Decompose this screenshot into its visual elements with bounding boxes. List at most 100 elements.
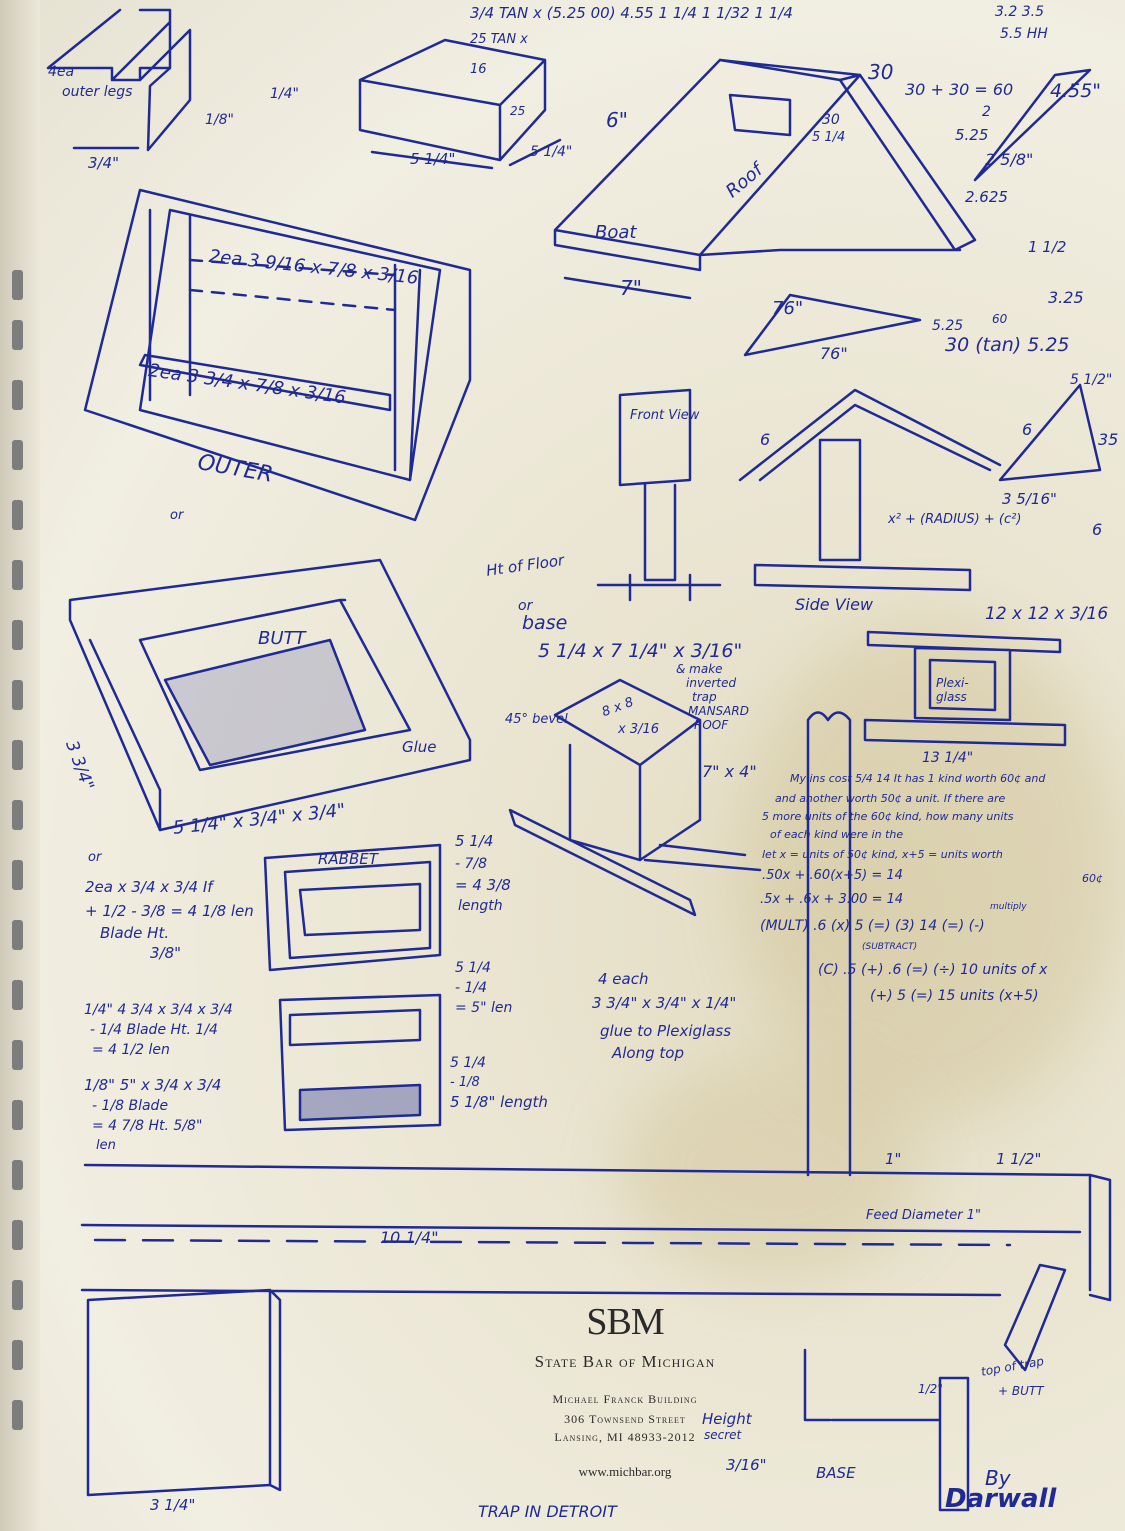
note-each-3: glue to Plexiglass (600, 1022, 732, 1040)
note-box-16: 16 (470, 62, 487, 77)
tray-butt-drawing (68, 558, 472, 832)
note-base: base (522, 612, 568, 634)
note-calc-a3: Blade Ht. (100, 924, 170, 942)
note-roof-boat: Boat (595, 222, 637, 243)
note-front-view: Front View (630, 408, 700, 423)
note-mid-length: = 5" len (455, 1000, 513, 1016)
signature-darwall: Darwall (945, 1484, 1057, 1514)
note-calc-b3: = 4 1/2 len (92, 1042, 170, 1058)
note-butt: BUTT (258, 628, 306, 649)
binding-hole (12, 740, 23, 770)
note-calc-a2: + 1/2 - 3/8 = 4 1/8 len (85, 902, 254, 920)
binding-hole (12, 800, 23, 830)
note-roof-30: 30 (868, 60, 894, 84)
feeder-iso-drawing (508, 678, 762, 917)
note-each-4: Along top (612, 1044, 684, 1062)
side-view-drawing (738, 388, 1002, 592)
note-calc-c2: - 1/8 Blade (92, 1098, 169, 1114)
post-drawing (806, 711, 852, 1177)
note-mansard-2: inverted (686, 676, 737, 690)
note-dim-5-1-2: 5 1/2" (1070, 372, 1113, 388)
note-height: Height (702, 1410, 752, 1428)
rabbet-box-drawing (263, 843, 442, 972)
sbm-building: Michael Franck Building (552, 1392, 698, 1406)
binding-hole (12, 320, 23, 350)
note-each-2: 3 3/4" x 3/4" x 1/4" (592, 994, 737, 1012)
note-or-2: or (518, 598, 533, 614)
note-dim-3-4: 3/4" (88, 154, 120, 172)
note-roof-6: 6" (606, 108, 628, 132)
binding-hole (12, 680, 23, 710)
binding-hole (12, 380, 23, 410)
note-dim-60: 60 (992, 312, 1008, 326)
binding-hole (12, 920, 23, 950)
note-len-width: 5 1/4 (450, 1055, 486, 1071)
note-mansard-3: trap (692, 690, 717, 704)
note-word-problem-5: let x = units of 50¢ kind, x+5 = units w… (762, 848, 1003, 861)
note-mansard-1: & make (676, 662, 723, 676)
note-dim-76b: 76" (820, 344, 848, 363)
note-calc-a1: 2ea x 3/4 x 3/4 If (85, 878, 213, 896)
note-mansard-5: ROOF (694, 718, 729, 732)
note-top-calc-1: 3/4 TAN x (5.25 00) 4.55 1 1/4 1 1/32 1 … (470, 4, 793, 22)
note-roof-5-1-4: 5 1/4 (812, 130, 846, 145)
note-or-1: or (170, 508, 184, 523)
note-rabbet-width: 5 1/4 (455, 832, 494, 850)
note-dim-1-1-2: 1 1/2 (1028, 238, 1067, 256)
note-calc-b1: 1/4" 4 3/4 x 3/4 x 3/4 (84, 1002, 233, 1018)
note-dim-13: 13 1/4" (922, 750, 974, 766)
note-four-ea: 4ea (48, 64, 75, 80)
note-roof-angles: 30 + 30 = 60 (905, 80, 1014, 99)
note-roof-7: 7" (620, 276, 642, 300)
frame-box-drawing (278, 993, 442, 1132)
note-dim-325: 3.25 (1048, 288, 1084, 307)
note-tri-2625: 2.625 (965, 188, 1008, 206)
note-by: By (985, 1466, 1011, 1490)
sbm-street: 306 Townsend Street (564, 1412, 686, 1426)
binding-hole (12, 500, 23, 530)
note-word-problem-2: and another worth 50¢ a unit. If there a… (775, 792, 1006, 805)
note-dim-1-1-2b: 1 1/2" (996, 1150, 1042, 1168)
spiral-binding (0, 0, 40, 1531)
note-word-problem-11: (C) .5 (+) .6 (=) (÷) 10 units of x (818, 962, 1048, 978)
note-word-problem-9: (MULT) .6 (x) 5 (=) (3) 14 (=) (-) (760, 918, 985, 934)
note-word-problem-6: 60¢ (1082, 872, 1103, 885)
triangle-drawings (743, 68, 1102, 482)
binding-hole (12, 1400, 23, 1430)
square-plate-drawing (86, 1288, 282, 1497)
note-word-problem-1: My ins cost 5/4 14 It has 1 kind worth 6… (790, 772, 1046, 785)
note-x-equation: x² + (RADIUS) + (c²) (888, 512, 1022, 527)
binding-hole (12, 440, 23, 470)
binding-hole (12, 1160, 23, 1190)
note-each-1: 4 each (598, 970, 649, 988)
small-block-drawing (358, 38, 562, 170)
note-word-problem-12: (+) 5 (=) 15 units (x+5) (870, 988, 1039, 1004)
sbm-url[interactable]: www.michbar.org (578, 1464, 672, 1479)
note-feed-diameter: Feed Diameter 1" (866, 1208, 981, 1223)
note-mid-minus: - 1/4 (455, 980, 488, 996)
note-word-problem-8: .5x + .6x + 3.00 = 14 (760, 892, 904, 907)
binding-hole (12, 560, 23, 590)
note-top-right-1: 3.2 3.5 (995, 4, 1044, 20)
tray-outer-drawing (83, 188, 472, 522)
note-side-view: Side View (795, 595, 874, 614)
note-square-3-1-4: 3 1/4" (150, 1496, 196, 1514)
note-tri-2: 2 (982, 104, 991, 120)
note-top-calc-2: 25 TAN x (470, 32, 528, 47)
note-outer-legs: outer legs (62, 84, 133, 100)
note-dim-3-5-16: 3 5/16" (1002, 490, 1057, 508)
note-len-minus: - 1/8 (450, 1075, 480, 1090)
note-dim-3-16: 3/16" (726, 1456, 767, 1474)
base-bracket-drawing (803, 1348, 970, 1512)
note-dim-1-2: 1/2" (918, 1382, 943, 1396)
note-rabbet-length: length (458, 898, 503, 914)
binding-hole (12, 620, 23, 650)
note-word-problem-7: .50x + .60(x+5) = 14 (762, 868, 903, 883)
binding-hole (12, 1340, 23, 1370)
note-or-3: or (88, 850, 102, 865)
note-tri-525: 5.25 (955, 126, 989, 144)
rail-channel-drawing (46, 8, 192, 152)
note-glue: Glue (402, 738, 437, 756)
note-mid-width: 5 1/4 (455, 960, 491, 976)
